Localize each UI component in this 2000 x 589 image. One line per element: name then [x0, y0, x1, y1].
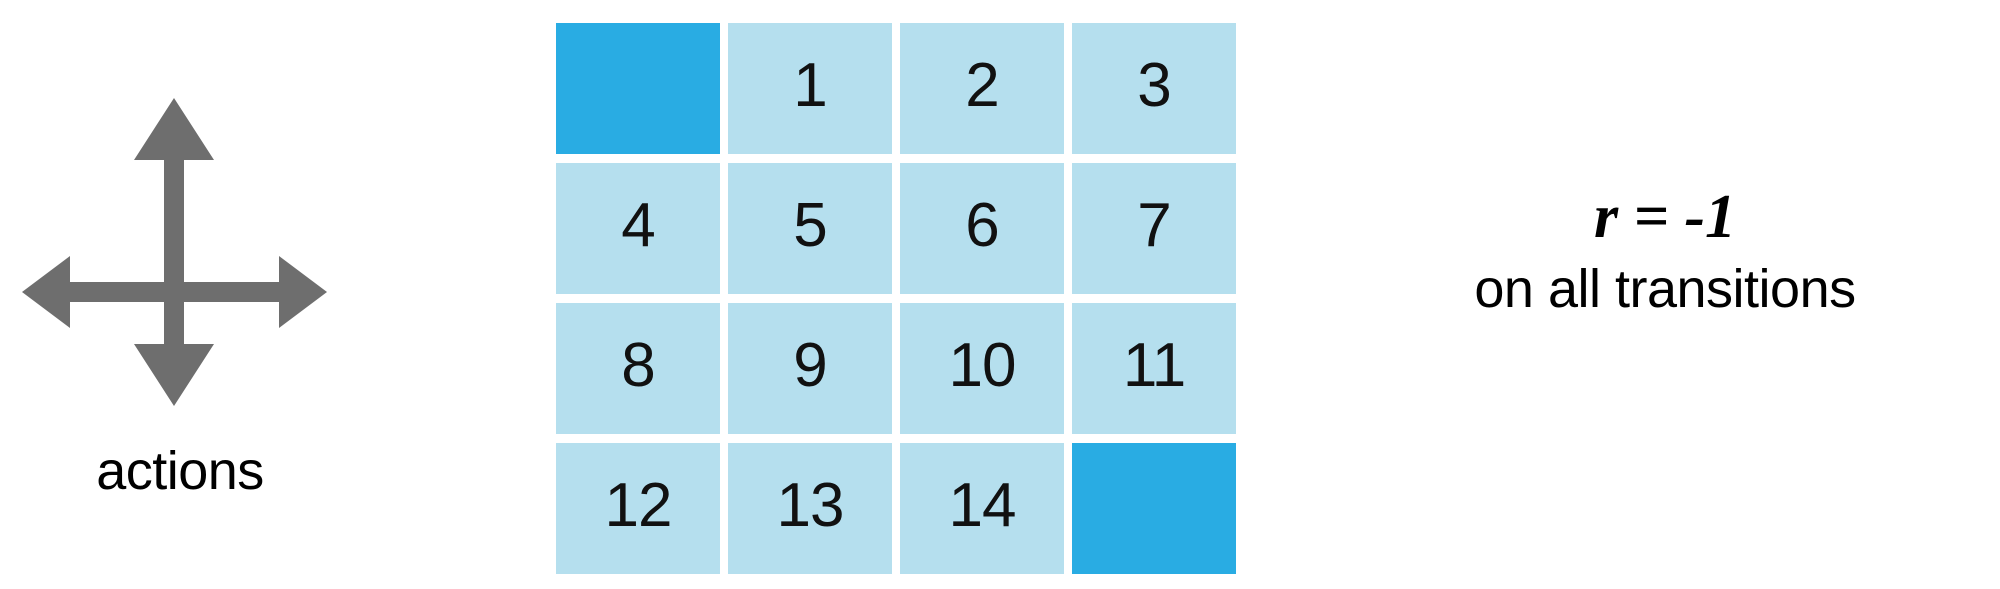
- actions-panel: actions: [0, 0, 360, 589]
- grid-cell-12[interactable]: 12: [556, 443, 720, 574]
- grid-cell-14[interactable]: 14: [900, 443, 1064, 574]
- grid-cell-terminal-top-left[interactable]: [556, 23, 720, 154]
- grid-cell-13[interactable]: 13: [728, 443, 892, 574]
- gridworld-grid: 1 2 3 4 5 6 7 8 9 10 11 12 13 14: [556, 23, 1236, 575]
- grid-cell-4[interactable]: 4: [556, 163, 720, 294]
- grid-cell-8[interactable]: 8: [556, 303, 720, 434]
- grid-cell-1[interactable]: 1: [728, 23, 892, 154]
- grid-cell-3[interactable]: 3: [1072, 23, 1236, 154]
- four-way-arrow-cross-icon: [22, 98, 327, 406]
- reward-panel: r = -1 on all transitions: [1330, 0, 2000, 589]
- reward-caption: on all transitions: [1474, 259, 1856, 319]
- grid-cell-11[interactable]: 11: [1072, 303, 1236, 434]
- grid-cell-10[interactable]: 10: [900, 303, 1064, 434]
- grid-cell-2[interactable]: 2: [900, 23, 1064, 154]
- grid-cell-terminal-bottom-right[interactable]: [1072, 443, 1236, 574]
- grid-cell-7[interactable]: 7: [1072, 163, 1236, 294]
- actions-label: actions: [96, 441, 264, 501]
- reward-formula: r = -1: [1593, 183, 1737, 251]
- grid-cell-9[interactable]: 9: [728, 303, 892, 434]
- grid-cell-5[interactable]: 5: [728, 163, 892, 294]
- grid-cell-6[interactable]: 6: [900, 163, 1064, 294]
